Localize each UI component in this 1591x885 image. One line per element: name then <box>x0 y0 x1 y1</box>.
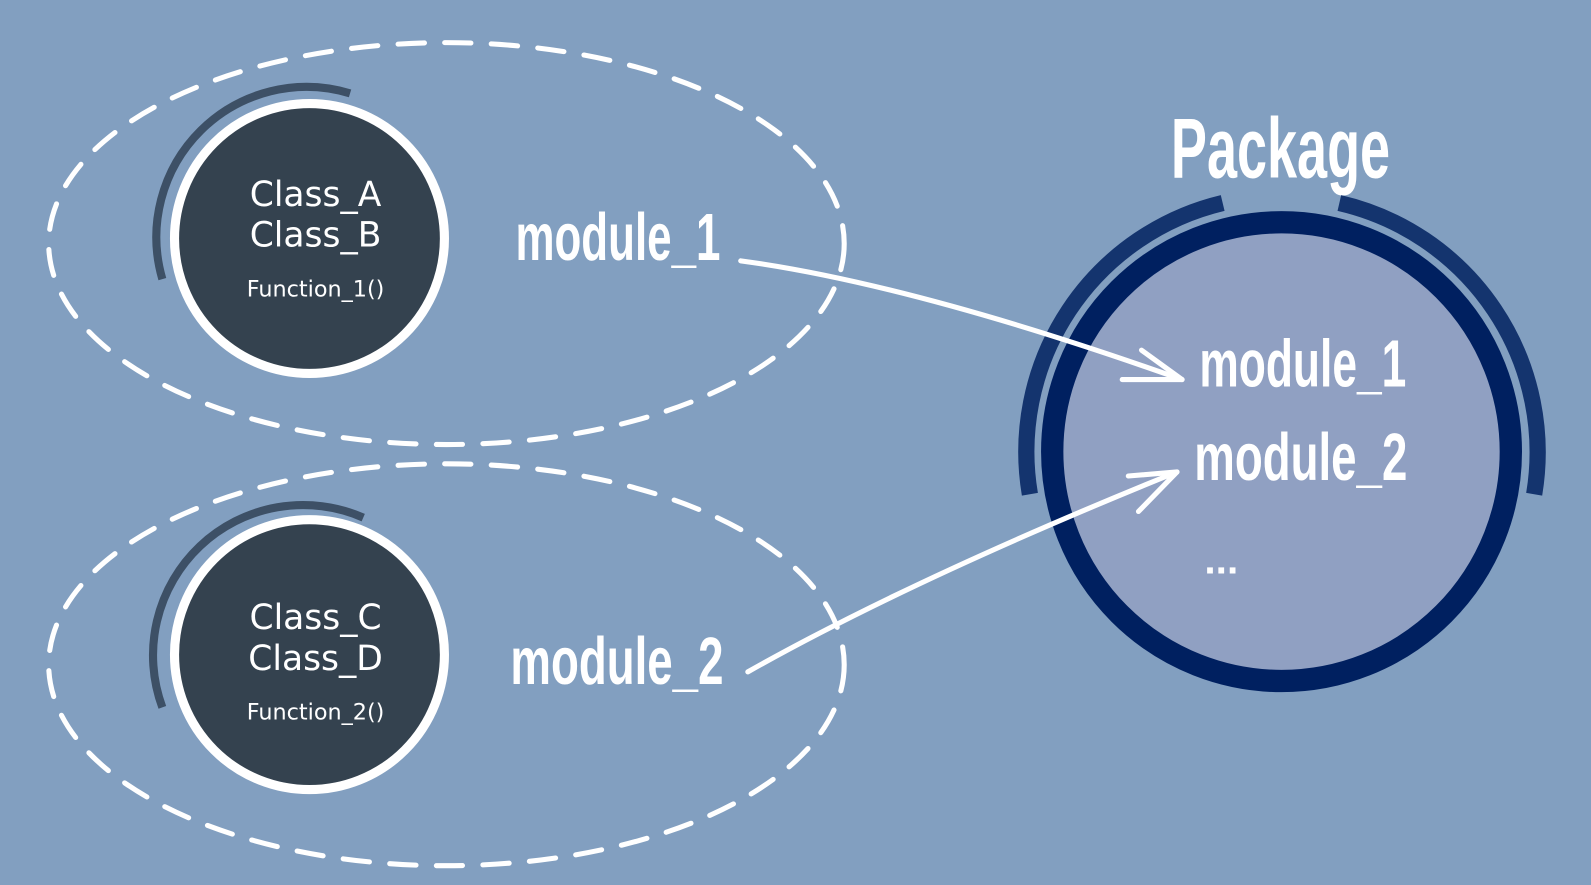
class-d-label: Class_D <box>248 639 383 679</box>
module-1-label: module_1 <box>515 200 720 275</box>
package-group: Package module_1 module_2 ... <box>1018 102 1546 693</box>
class-b-label: Class_B <box>250 216 382 256</box>
class-c-label: Class_C <box>250 598 382 638</box>
arrow-module-1 <box>738 258 1185 383</box>
package-outer-arc-left <box>1018 195 1225 496</box>
package-module-2: module_2 <box>1194 420 1407 495</box>
function-2-label: Function_2() <box>247 700 385 726</box>
class-a-label: Class_A <box>250 175 382 215</box>
function-1-label: Function_1() <box>247 276 385 302</box>
module-1-accent-arc <box>152 82 352 281</box>
module-2-dashed-boundary <box>46 461 847 869</box>
module-2-circle <box>169 515 449 795</box>
package-title: Package <box>1171 102 1390 197</box>
arrow-module-2 <box>745 469 1180 675</box>
package-circle <box>1041 211 1523 693</box>
package-outer-arc-right <box>1337 195 1546 496</box>
module-2-group: Class_C Class_D Function_2() module_2 <box>46 461 847 869</box>
module-1-group: Class_A Class_B Function_1() module_1 <box>46 40 847 448</box>
module-2-label: module_2 <box>510 624 723 699</box>
module-2-accent-arc <box>148 501 365 709</box>
module-1-circle <box>169 98 449 379</box>
module-1-dashed-boundary <box>46 40 847 448</box>
package-ellipsis: ... <box>1204 536 1238 582</box>
package-module-1: module_1 <box>1199 327 1406 402</box>
